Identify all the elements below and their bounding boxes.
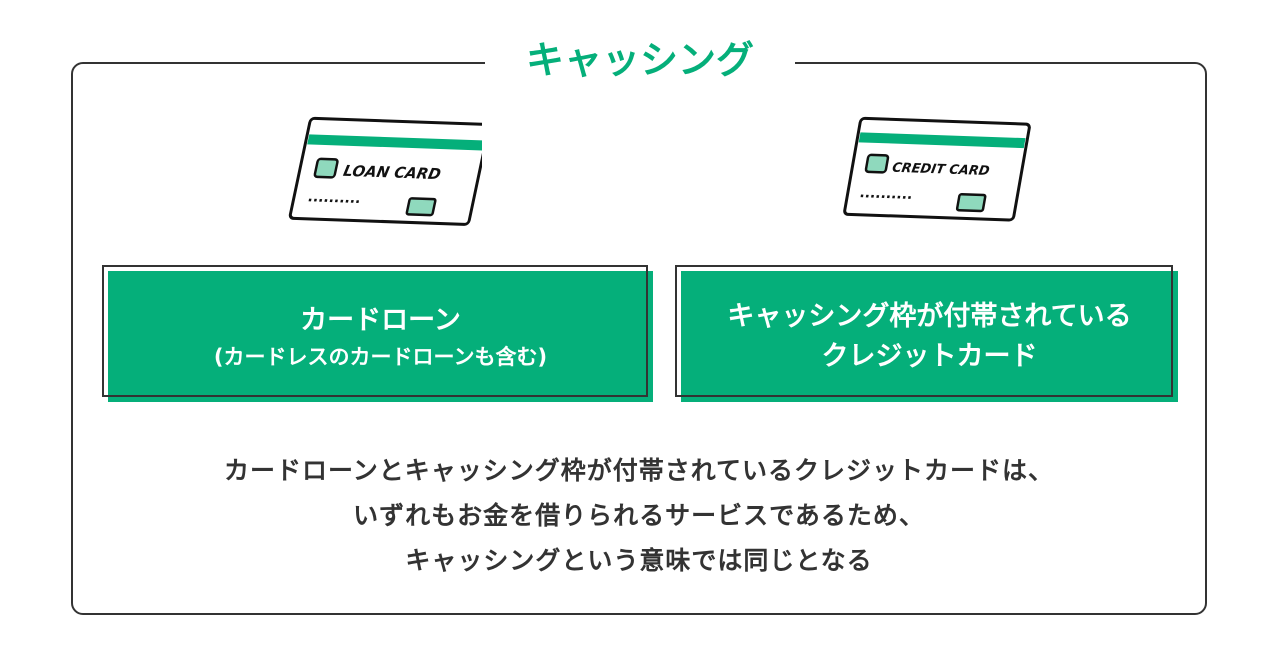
svg-text:··········: ·········· — [306, 193, 362, 211]
credit-card-icon: CREDIT CARD ·········· — [843, 116, 1031, 222]
description-line: キャッシングという意味では同じとなる — [405, 546, 873, 575]
credit-card-box: キャッシング枠が付帯されているクレジットカード — [675, 265, 1178, 402]
description-line: いずれもお金を借りられるサービスであるため、 — [353, 501, 925, 530]
card-loan-title: カードローン — [300, 304, 461, 336]
credit-card-title-1: キャッシング枠が付帯されている — [727, 300, 1132, 332]
credit-card-label: CREDIT CARD — [891, 161, 991, 179]
loan-card-icon: LOAN CARD ·········· — [288, 116, 482, 226]
description-line: カードローンとキャッシング枠が付帯されているクレジットカードは、 — [223, 456, 1054, 485]
card-loan-note: (カードレスのカードローンも含む) — [213, 344, 548, 369]
credit-card-title-2: クレジットカード — [821, 340, 1038, 372]
card-loan-box: カードローン (カードレスのカードローンも含む) — [102, 265, 653, 402]
diagram-title: キャッシング — [485, 30, 795, 90]
description: カードローンとキャッシング枠が付帯されているクレジットカードは、 いずれもお金を… — [71, 448, 1207, 583]
loan-card-label: LOAN CARD — [342, 162, 443, 183]
svg-text:··········: ·········· — [858, 189, 914, 207]
